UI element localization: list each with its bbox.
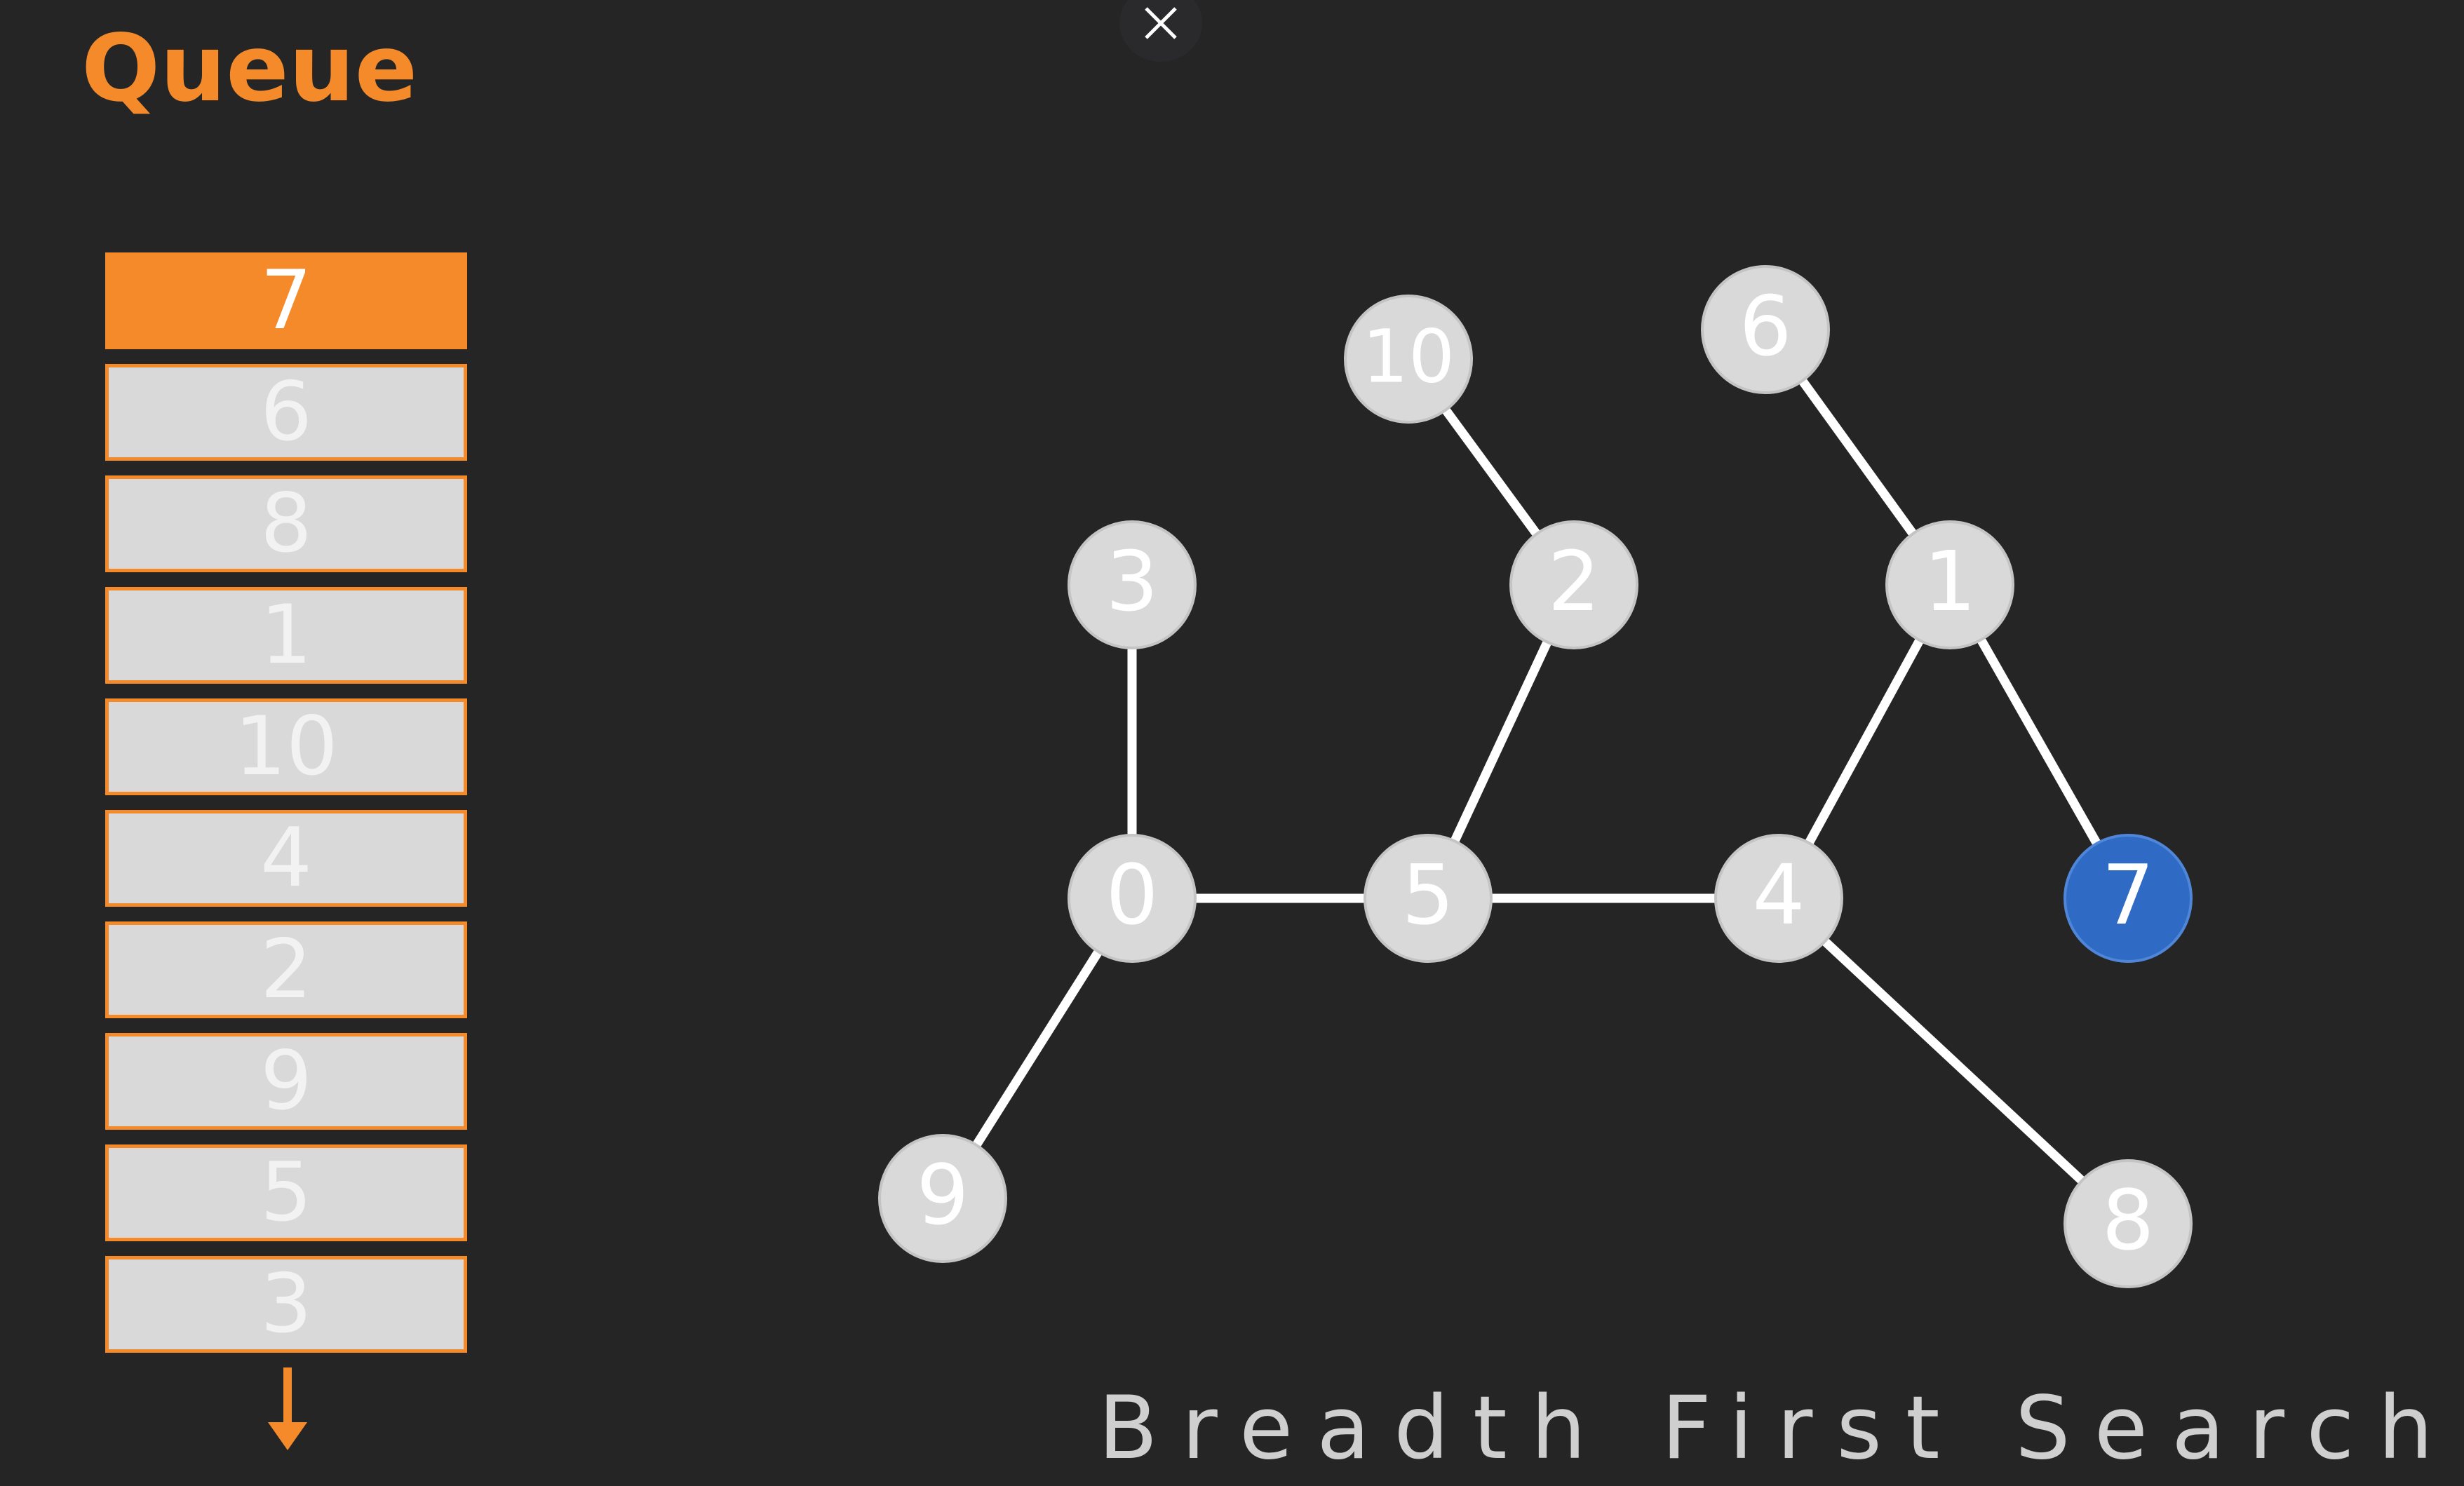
node-label: 1 [1923, 533, 1976, 630]
queue-front-item: 7 [105, 252, 467, 349]
graph-node-2: 2 [1509, 520, 1638, 649]
node-label: 0 [1105, 846, 1158, 943]
node-label: 4 [1752, 846, 1805, 943]
node-label: 3 [1105, 533, 1158, 630]
node-label: 2 [1547, 533, 1600, 630]
node-circle [1344, 295, 1473, 424]
queue-item: 2 [105, 921, 467, 1018]
node-circle [2064, 1159, 2193, 1288]
graph-node-6: 6 [1701, 265, 1830, 394]
queue-item: 5 [105, 1144, 467, 1241]
node-circle [1714, 834, 1843, 963]
node-circle [2064, 834, 2193, 963]
graph-node-4: 4 [1714, 834, 1843, 963]
edges [938, 327, 2132, 1227]
footer-caption: Breadth First Search [1098, 1378, 2457, 1479]
graph-node-3: 3 [1068, 520, 1197, 649]
graph-node-5: 5 [1364, 834, 1493, 963]
queue-item: 3 [105, 1256, 467, 1353]
node-label: 7 [2101, 846, 2154, 943]
close-button[interactable] [1119, 0, 1202, 62]
graph-node-0: 0 [1068, 834, 1197, 963]
graph-node-1: 1 [1885, 520, 2014, 649]
node-label: 10 [1362, 313, 1455, 399]
node-circle [1885, 520, 2014, 649]
node-label: 5 [1401, 846, 1454, 943]
queue-item: 10 [105, 698, 467, 795]
queue-stack: 7 6 8 1 10 4 2 9 5 3 [105, 252, 467, 1367]
node-label: 6 [1739, 278, 1791, 374]
node-circle [1068, 834, 1197, 963]
queue-item: 9 [105, 1033, 467, 1130]
node-label: 9 [916, 1147, 969, 1243]
close-icon [1145, 7, 1177, 39]
node-circle [1509, 520, 1638, 649]
queue-item: 6 [105, 364, 467, 461]
node-circle [1068, 520, 1197, 649]
node-circle [1364, 834, 1493, 963]
graph-node-9: 9 [878, 1134, 1007, 1263]
graph-node-10: 10 [1344, 295, 1473, 424]
queue-item: 1 [105, 587, 467, 684]
edge-4-8 [1775, 895, 2132, 1227]
queue-item: 8 [105, 475, 467, 572]
queue-item: 4 [105, 810, 467, 907]
arrow-down-icon [268, 1367, 307, 1450]
node-circle [1701, 265, 1830, 394]
graph-node-7: 7 [2064, 834, 2193, 963]
node-circle [878, 1134, 1007, 1263]
graph-node-8: 8 [2064, 1159, 2193, 1288]
node-label: 8 [2101, 1172, 2154, 1269]
page-title: Queue [81, 15, 418, 123]
